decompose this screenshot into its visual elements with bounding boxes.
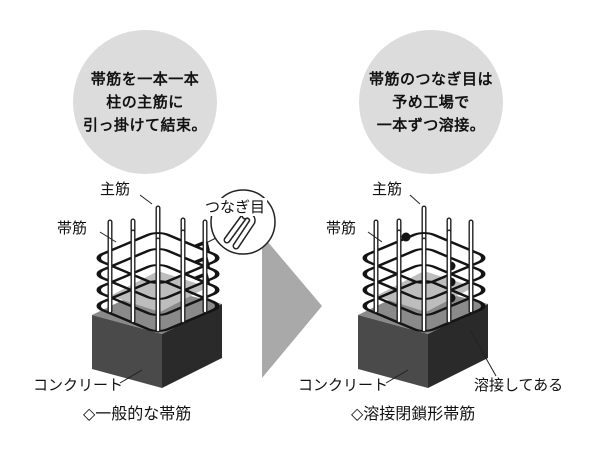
right-label-concrete: コンクリート [298, 376, 389, 394]
left-leader-lines [99, 194, 153, 384]
left-label-hoop: 帯筋 [57, 219, 88, 237]
bubble-right-line-3: 一本ずつ溶接。 [376, 115, 486, 134]
right-concrete-side [428, 304, 488, 388]
left-concrete-front [92, 315, 162, 388]
right-caption: ◇溶接閉鎖形帯筋 [351, 404, 476, 423]
left-hoops [96, 232, 220, 332]
left-label-main-rebar: 主筋 [100, 180, 131, 198]
left-caption: ◇一般的な帯筋 [83, 404, 192, 423]
left-label-concrete: コンクリート [33, 376, 124, 394]
bubble-right-line-2: 予め工場で [392, 92, 470, 111]
right-concrete-front [358, 315, 428, 388]
bubble-left-line-1: 帯筋を一本一本 [90, 69, 200, 88]
right-leader-lines [367, 194, 497, 384]
right-label-welded: 溶接してある [474, 376, 564, 394]
bubble-left-line-2: 柱の主筋に [106, 92, 184, 111]
bubble-left: 帯筋を一本一本 柱の主筋に 引っ掛けて結束。 [73, 30, 217, 174]
left-concrete-side [162, 304, 222, 388]
left-label-joint: つなぎ目 [203, 198, 268, 216]
bubble-right: 帯筋のつなぎ目は 予め工場で 一本ずつ溶接。 [359, 30, 503, 174]
right-column-figure [358, 194, 497, 388]
right-label-main-rebar: 主筋 [372, 180, 403, 198]
right-main-rebars-front-highlight [374, 220, 473, 332]
left-column-figure [92, 189, 276, 388]
right-label-hoop: 帯筋 [326, 219, 357, 237]
right-hoops [362, 232, 486, 332]
bubble-right-line-1: 帯筋のつなぎ目は [368, 69, 493, 88]
bubble-left-line-3: 引っ掛けて結束。 [82, 115, 207, 134]
arrow-right-icon [262, 235, 322, 378]
left-main-rebars-front-highlight [108, 220, 207, 332]
